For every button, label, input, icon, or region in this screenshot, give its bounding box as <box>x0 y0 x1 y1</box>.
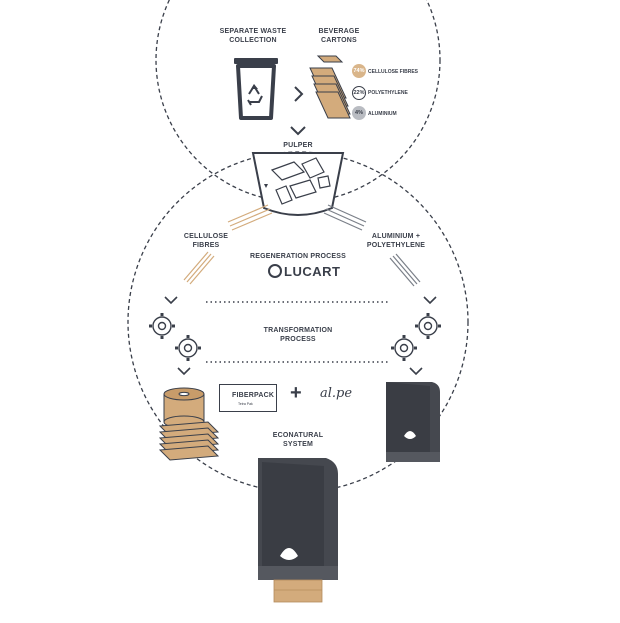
cellulose-percent-label: CELLULOSE FIBRES <box>368 69 419 75</box>
aluminium-polyethylene-label: ALUMINIUM +POLYETHYLENE <box>366 233 426 249</box>
polyethylene-percent: 22% <box>352 86 366 100</box>
pulper-label: PULPER <box>283 142 313 149</box>
aluminium-percent-label: ALUMINIUM <box>368 111 397 117</box>
gear-icon-right <box>391 313 441 361</box>
aluminium-stream <box>323 204 421 287</box>
beverage-cartons-icon <box>309 55 351 119</box>
chevron-down-icon-left <box>164 296 178 305</box>
polyethylene-percent-label: POLYETHYLENE <box>368 90 408 96</box>
small-dispenser-icon <box>386 382 440 466</box>
regeneration-process-label: REGENERATION PROCESS <box>249 253 347 260</box>
top-cycle-circle <box>155 0 441 203</box>
recycle-bin-icon <box>234 58 278 120</box>
large-dispenser-icon <box>258 458 338 603</box>
gear-icon-left <box>149 313 201 361</box>
pulper-icon <box>251 152 345 216</box>
paper-products-icon <box>158 387 220 461</box>
aluminium-percent: 4% <box>352 106 366 120</box>
arrow-right-icon <box>294 86 304 102</box>
plus-icon: + <box>290 382 302 404</box>
cellulose-percent: 74% <box>352 64 366 78</box>
cellulose-stream <box>183 204 273 285</box>
chevron-down-icon-right-2 <box>409 367 423 376</box>
chevron-down-icon-left-2 <box>177 367 191 376</box>
fiberpack-logo: FIBERPACK Tetra Pak <box>219 384 277 412</box>
arrow-down-icon <box>290 126 306 136</box>
lucart-logo: LUCART <box>268 264 340 279</box>
lucart-logo-icon <box>268 264 282 278</box>
chevron-down-icon-right <box>423 296 437 305</box>
alpe-logo: al.pe <box>320 386 353 401</box>
